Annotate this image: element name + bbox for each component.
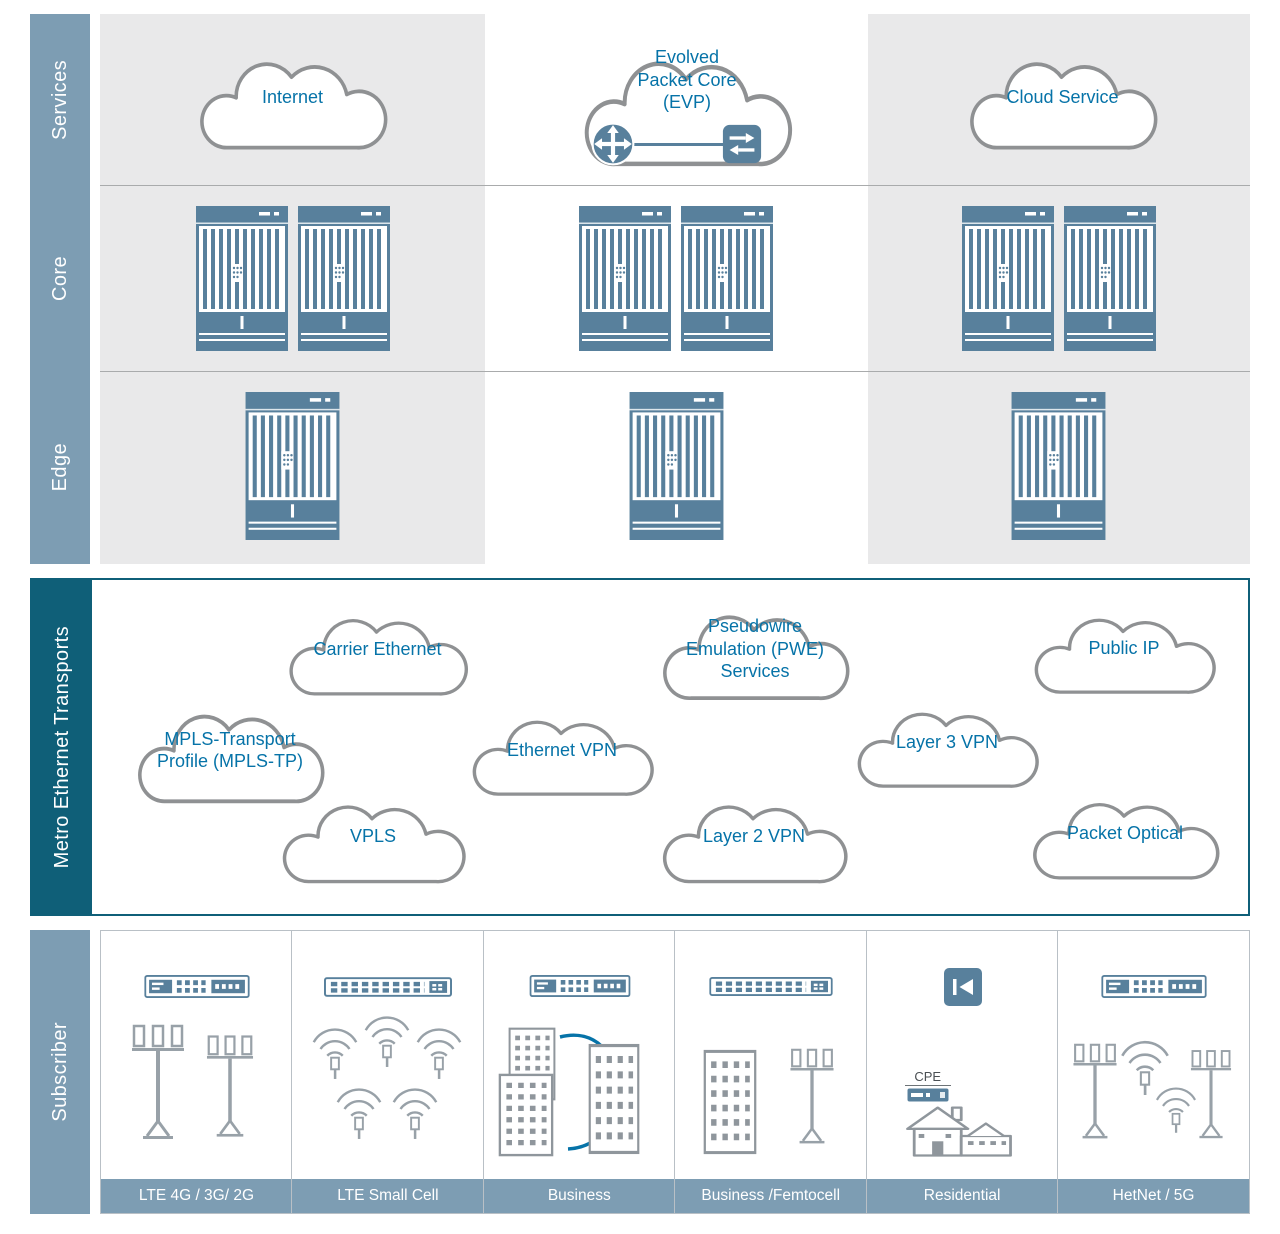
office-building-icon (498, 1073, 554, 1157)
layers-sidebar: Services Core Edge (30, 14, 90, 564)
core-router-icon (681, 206, 773, 351)
cloud-carrier-ethernet: Carrier Ethernet (275, 596, 480, 710)
epc-link-line (630, 143, 726, 146)
column-label: Residential (866, 1179, 1058, 1213)
core-router-icon (579, 206, 671, 351)
subscriber-column-lte-small-cell: LTE Small Cell (291, 930, 485, 1214)
small-cell-antenna-icon (358, 1007, 416, 1067)
small-cell-antenna-icon (386, 1079, 444, 1139)
cloud-label: Public IP (1088, 638, 1160, 659)
column-label: HetNet / 5G (1058, 1179, 1250, 1213)
cloud-pwe-services: Pseudowire Emulation (PWE) Services (648, 590, 862, 716)
small-cell-antenna-icon (330, 1079, 388, 1139)
cell-tower-icon (123, 1023, 193, 1143)
office-building-icon (703, 1049, 757, 1155)
subscriber-panel: Subscriber LTE 4G / 3G/ 2G LTE Small Cel… (30, 930, 1251, 1214)
core-layer-label: Core (48, 255, 71, 301)
cloud-label: Carrier Ethernet (313, 639, 442, 660)
cloud-layer3-vpn: Layer 3 VPN (843, 690, 1051, 802)
transport-content: Carrier Ethernet Pseudowire Emulation (P… (92, 580, 1248, 914)
house-icon (903, 1097, 1015, 1159)
subscriber-column-residential: CPE Residential (865, 930, 1059, 1214)
switch-icon (324, 977, 452, 997)
subscriber-sidebar: Subscriber (30, 930, 90, 1214)
subscriber-columns: LTE 4G / 3G/ 2G LTE Small Cell (100, 930, 1251, 1214)
router-icon (590, 121, 636, 167)
cloud-vpls: VPLS (268, 782, 478, 898)
cloud-internet: Internet (185, 36, 400, 166)
services-layer-label: Services (48, 59, 71, 140)
subscriber-column-hetnet-5g: HetNet / 5G (1057, 930, 1251, 1214)
switch-icon (1100, 975, 1208, 998)
edge-router-icon (245, 392, 340, 540)
subscriber-column-business: Business (482, 930, 676, 1214)
switch-icon (709, 977, 833, 996)
cloud-label: Cloud Service (1006, 86, 1119, 107)
layers-panel: Services Core Edge Internet Evolved Pack… (30, 14, 1250, 564)
subscriber-column-lte-macro: LTE 4G / 3G/ 2G (100, 930, 293, 1214)
office-building-icon (588, 1043, 640, 1155)
cloud-label: Internet (261, 86, 324, 107)
residential-gateway-icon (943, 967, 983, 1007)
cloud-label: Layer 3 VPN (895, 732, 999, 753)
column-label: Business (483, 1179, 675, 1213)
cell-tower-icon (783, 1039, 841, 1155)
cloud-label: Pseudowire Emulation (PWE) Services (685, 616, 825, 682)
transport-panel: Metro Ethernet Transports Carrier Ethern… (30, 578, 1250, 916)
cloud-label: Evolved Packet Core (EVP) (637, 47, 737, 113)
cloud-public-ip: Public IP (1020, 596, 1228, 708)
cloud-evolved-packet-core: Evolved Packet Core (EVP) (568, 30, 806, 186)
cloud-mpls-tp: MPLS-Transport Profile (MPLS-TP) (123, 688, 337, 820)
cloud-label: VPLS (349, 826, 397, 847)
cloud-packet-optical: Packet Optical (1018, 780, 1232, 894)
small-cell-antenna-icon (1150, 1079, 1202, 1133)
small-cell-antenna-icon (410, 1019, 468, 1079)
transport-sidebar: Metro Ethernet Transports (32, 580, 92, 914)
column-label: LTE Small Cell (292, 1179, 484, 1213)
subscriber-column-business-femtocell: Business /Femtocell (674, 930, 868, 1214)
cloud-label: Layer 2 VPN (702, 826, 806, 847)
core-router-icon (196, 206, 288, 351)
switch-icon (143, 975, 251, 998)
edge-layer-label: Edge (48, 443, 71, 492)
cpe-label: CPE (904, 1069, 951, 1086)
layers-content: Internet Evolved Packet Core (EVP) Cloud… (100, 14, 1250, 564)
cloud-label: Ethernet VPN (506, 740, 618, 761)
column-label: Business /Femtocell (675, 1179, 867, 1213)
switch-icon (528, 975, 632, 997)
switch-icon (721, 123, 763, 165)
edge-router-icon (629, 392, 724, 540)
core-router-icon (1064, 206, 1156, 351)
cloud-layer2-vpn: Layer 2 VPN (648, 782, 860, 898)
small-cell-antenna-icon (306, 1019, 364, 1079)
cloud-label: MPLS-Transport Profile (MPLS-TP) (156, 728, 304, 772)
cloud-cloud-service: Cloud Service (955, 36, 1170, 166)
core-router-icon (962, 206, 1054, 351)
cloud-ethernet-vpn: Ethernet VPN (458, 698, 666, 810)
cloud-label: Packet Optical (1066, 823, 1184, 844)
cell-tower-icon (199, 1031, 261, 1143)
column-label: LTE 4G / 3G/ 2G (101, 1179, 292, 1213)
core-router-icon (298, 206, 390, 351)
edge-router-icon (1011, 392, 1106, 540)
row-divider (100, 185, 1250, 186)
row-divider (100, 371, 1250, 372)
